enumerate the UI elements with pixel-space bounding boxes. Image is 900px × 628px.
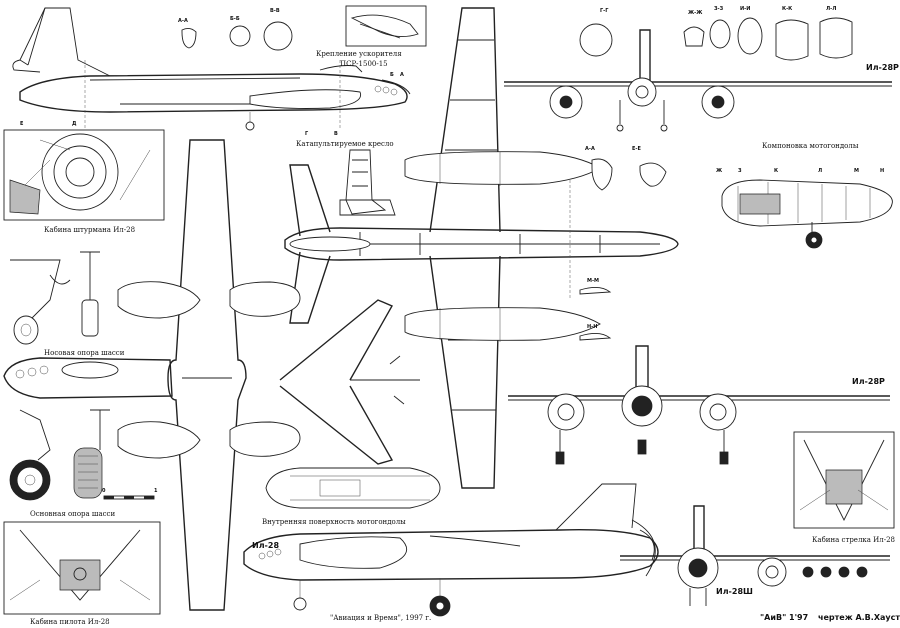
nacelle-inner-surface: Внутренняя поверхность мотогондолы xyxy=(262,467,441,526)
pilot-cabin-detail: Кабина пилота Ил-28 xyxy=(3,521,161,626)
scale-bar: 0 1 xyxy=(102,488,158,500)
nacelle-marker-zh: Ж xyxy=(716,168,723,174)
section-label-vv: В-В xyxy=(270,8,280,14)
front-view-top: Ил-28Р Компоновка мотогондолы xyxy=(504,29,899,150)
navigator-cabin-detail: Кабина штурмана Ил-28 xyxy=(3,129,165,234)
cross-sections-top: А-А Б-Б В-В xyxy=(178,8,293,51)
scale-one: 1 xyxy=(154,488,158,494)
label-il28sh: Ил-28Ш xyxy=(716,587,753,596)
section-label-ll: Л-Л xyxy=(826,6,836,12)
marker-d: Д xyxy=(72,121,77,127)
nacelle-marker-n: Н xyxy=(880,168,884,174)
label-pilot-cabin: Кабина пилота Ил-28 xyxy=(30,618,110,626)
gunner-cabin-detail: Кабина стрелка Ил-28 xyxy=(793,431,895,544)
label-il28: Ил-28 xyxy=(252,541,279,550)
scale-zero: 0 xyxy=(102,488,106,494)
label-gunner-cabin: Кабина стрелка Ил-28 xyxy=(812,536,895,544)
label-booster: Крепление ускорителя xyxy=(316,50,402,58)
side-view-bottom: Ил-28 "Авиация и Время", 1997 г. "АиВ" 1… xyxy=(243,483,900,622)
nose-side-view xyxy=(3,357,173,399)
section-label-zz: З-З xyxy=(714,6,724,12)
main-gear-detail: Основная опора шасси xyxy=(9,409,115,518)
nacelle-marker-l: Л xyxy=(818,168,822,174)
top-view-left xyxy=(117,139,420,611)
label-nacelle-layout: Компоновка мотогондолы xyxy=(762,142,859,150)
section-label-ii: И-И xyxy=(740,6,750,12)
label-main-gear: Основная опора шасси xyxy=(30,510,115,518)
label-nacelle-inner: Внутренняя поверхность мотогондолы xyxy=(262,518,406,526)
front-view-bottom: Ил-28Ш xyxy=(620,505,890,606)
section-label-bb: Б-Б xyxy=(230,16,240,22)
label-il28r-2: Ил-28Р xyxy=(852,377,885,386)
side-view-top: Е Д Г В Б А xyxy=(12,7,411,137)
section-label-kk: К-К xyxy=(782,6,793,12)
section-label-nn: Н-Н xyxy=(587,324,597,330)
nacelle-marker-z: З xyxy=(738,168,742,174)
nacelle-layout-detail: Ж З К Л М Н xyxy=(716,168,893,249)
label-ejection-seat: Катапультируемое кресло xyxy=(296,140,394,148)
section-label-zhzh: Ж-Ж xyxy=(688,10,703,16)
section-label-aa: А-А xyxy=(178,18,188,24)
marker-a: А xyxy=(400,72,404,78)
label-copyright: "Авиация и Время", 1997 г. xyxy=(330,614,431,622)
label-journal: "АиВ" 1'97 xyxy=(760,613,808,622)
nacelle-marker-k: К xyxy=(774,168,779,174)
label-il28r-1: Ил-28Р xyxy=(866,63,899,72)
marker-e: Е xyxy=(20,121,24,127)
label-drafter: чертеж А.В.Хаустова xyxy=(818,613,900,622)
marker-g: Г xyxy=(305,131,309,137)
top-view-center: А-А Е-Е М-М Н-Н xyxy=(284,7,679,489)
section-label-aa-mid: А-А xyxy=(585,146,595,152)
front-view-middle: Ил-28Р xyxy=(508,345,890,465)
label-nose-gear: Носовая опора шасси xyxy=(44,349,125,357)
section-label-gg: Г-Г xyxy=(600,8,609,14)
cross-sections-right: Г-Г Ж-Ж З-З И-И К-К Л-Л xyxy=(579,6,853,61)
ejection-seat-detail: Катапультируемое кресло xyxy=(296,140,396,216)
marker-b: Б xyxy=(390,72,394,78)
marker-v: В xyxy=(334,131,338,137)
label-navigator-cabin: Кабина штурмана Ил-28 xyxy=(44,226,135,234)
label-booster-model: ПСР-1500-15 xyxy=(340,60,388,68)
nose-gear-detail: Носовая опора шасси xyxy=(10,251,125,357)
section-label-mm: М-М xyxy=(587,278,599,284)
booster-detail: Крепление ускорителя ПСР-1500-15 xyxy=(316,5,427,68)
section-label-ee: Е-Е xyxy=(632,146,641,152)
nacelle-marker-m: М xyxy=(854,168,859,174)
